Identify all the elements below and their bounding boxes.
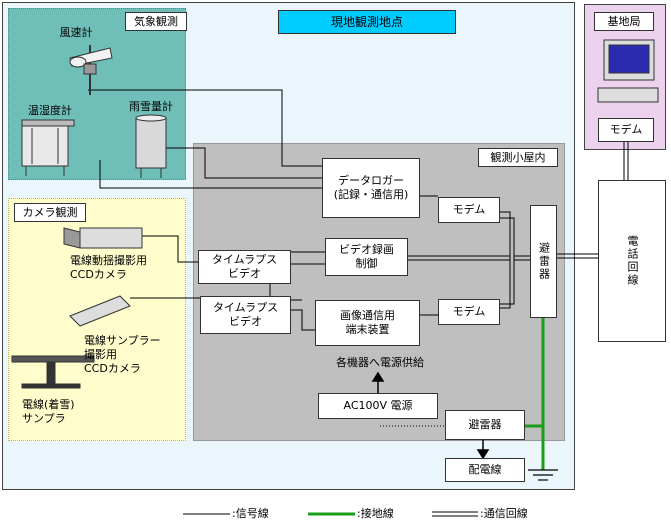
anemometer-icon — [69, 45, 113, 95]
ground-lines — [525, 318, 545, 470]
image-comm-box: 画像通信用端末装置 — [315, 300, 420, 346]
wire-sampler-label: 電線(着雪)サンプラ — [22, 398, 75, 425]
phone-line-box: 電話回線 — [598, 180, 666, 342]
hut-label: 観測小屋内 — [478, 148, 558, 167]
legend-ground: :接地線 — [357, 507, 394, 520]
data-logger-box: データロガー(記録・通信用) — [322, 158, 420, 218]
thermo-hygrometer-label: 温湿度計 — [28, 104, 72, 117]
video-control-box: ビデオ録画制御 — [325, 238, 408, 276]
ac100v-box: AC100V 電源 — [318, 393, 438, 419]
thermo-hygrometer-icon — [21, 119, 75, 176]
computer-icon — [597, 39, 659, 103]
anemometer-label: 風速計 — [59, 26, 93, 39]
timelapse-2-box: タイムラプスビデオ — [200, 296, 291, 334]
thermo-wire — [99, 160, 322, 189]
weather-label: 気象観測 — [125, 12, 187, 31]
legend-comm: :通信回線 — [480, 507, 528, 520]
power-arrow — [371, 371, 385, 382]
base-label: 基地局 — [594, 12, 654, 31]
precip-wire — [165, 147, 322, 179]
ccd-camera-sampler-icon — [69, 295, 131, 327]
modem-top-box: モデム — [438, 197, 500, 223]
ccd-camera-motion-icon — [63, 227, 143, 249]
camera-label: カメラ観測 — [14, 203, 86, 222]
legend-signal: :信号線 — [232, 507, 269, 520]
modem-bottom-box: モデム — [438, 299, 500, 325]
precip-gauge-icon — [135, 114, 167, 178]
distribution-line-box: 配電線 — [445, 458, 525, 482]
power-supply-note: 各機器へ電源供給 — [336, 356, 424, 369]
anemometer-wire — [88, 89, 322, 167]
arrester-main-box: 避雷器 — [530, 205, 557, 318]
wire-sampler-icon — [11, 355, 95, 389]
timelapse-1-box: タイムラプスビデオ — [198, 250, 291, 284]
site-title: 現地観測地点 — [278, 10, 456, 34]
base-modem-box: モデム — [598, 118, 654, 142]
precip-gauge-label: 雨雪量計 — [129, 100, 173, 113]
arrester-power-box: 避雷器 — [445, 410, 525, 440]
